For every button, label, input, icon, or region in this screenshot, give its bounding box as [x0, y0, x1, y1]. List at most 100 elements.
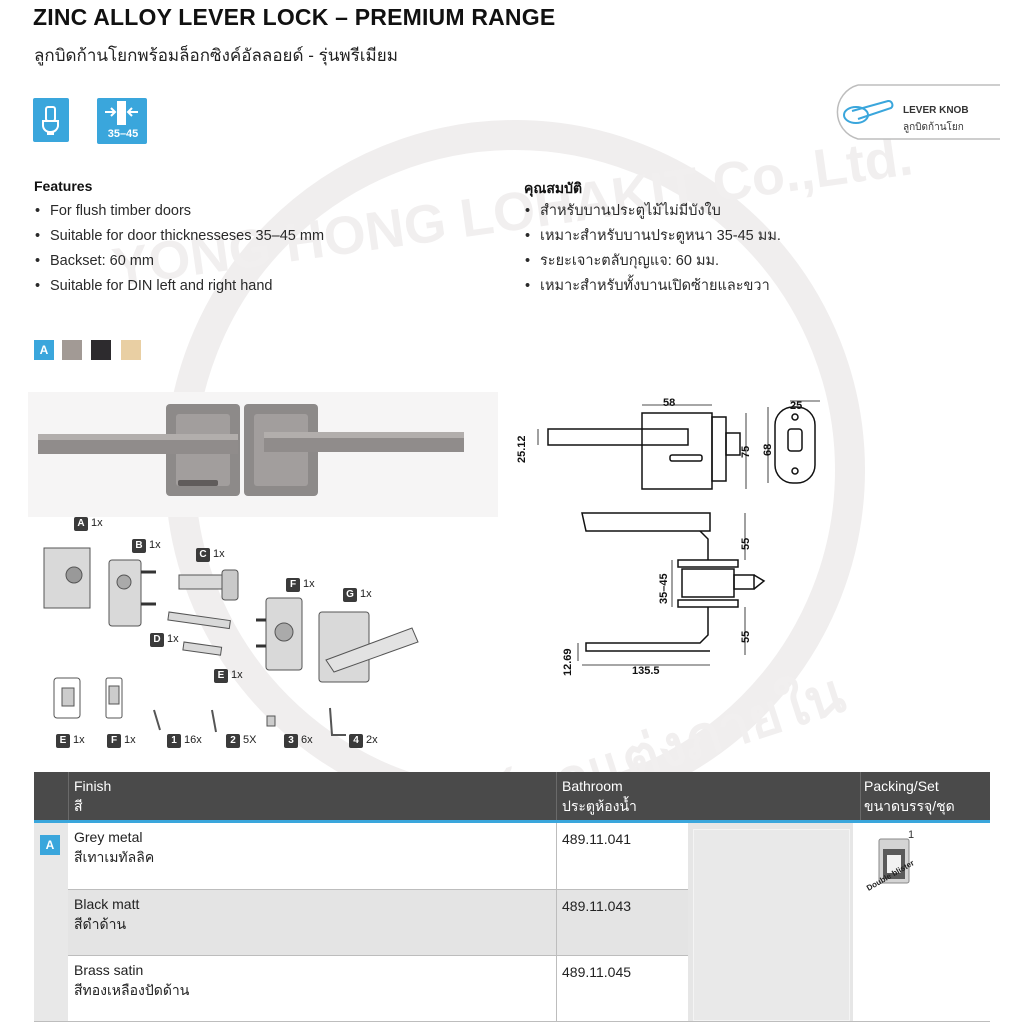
dim-length: 135.5 [632, 665, 660, 677]
col-packing-th: ขนาดบรรจุ/ชุด [864, 798, 955, 814]
door-thickness-label: 35–45 [107, 128, 139, 140]
col-finish-en: Finish [74, 778, 112, 794]
finish-swatch-label: A [34, 340, 54, 360]
dim-latch-height: 68 [762, 443, 774, 456]
part-label: 3 [284, 734, 298, 748]
badge-title: LEVER KNOB [903, 105, 969, 116]
feature-item-th: ระยะเจาะตลับกุญแจ: 60 มม. [524, 249, 781, 274]
part-label: A [74, 517, 88, 531]
finish-swatch-grey [62, 340, 82, 360]
dim-rose-height: 75 [740, 445, 752, 458]
finish-en: Brass satin [74, 962, 144, 978]
table-row: Black matt สีดำด้าน 489.11.043 [68, 890, 688, 956]
part-qty: 1x [91, 517, 103, 529]
part-qty: 2x [366, 734, 378, 746]
technical-drawing-side [577, 512, 766, 666]
door-thickness-icon [105, 101, 138, 125]
part-label: E [56, 734, 70, 748]
part-qty: 1x [73, 734, 85, 746]
article-code: 489.11.045 [562, 964, 632, 980]
part-qty: 16x [184, 734, 202, 746]
dim-width: 58 [663, 397, 676, 409]
part-label: B [132, 539, 146, 553]
feature-item: Backset: 60 mm [34, 249, 324, 274]
col-bathroom: Bathroom ประตูห้องน้ำ [562, 776, 637, 816]
page-subtitle: ลูกบิดก้านโยกพร้อมล็อกซิงค์อัลลอยด์ - รุ… [34, 46, 398, 65]
screw-3 [266, 715, 276, 727]
toilet-icon [42, 106, 59, 135]
part-d-shape [167, 611, 231, 630]
finish-swatch-black [91, 340, 111, 360]
col-bathroom-th: ประตูห้องน้ำ [562, 798, 637, 814]
part-label: 2 [226, 734, 240, 748]
table-header: Finish สี Bathroom ประตูห้องน้ำ Packing/… [34, 772, 990, 822]
dim-door-thickness: 35–45 [658, 573, 670, 604]
finish-swatch-brass [121, 340, 141, 360]
finish-th: สีทองเหลืองปัดด้าน [74, 982, 190, 998]
dim-latch-width: 25 [790, 400, 803, 412]
parts-diagram [43, 547, 419, 736]
bathroom-pictogram [33, 98, 69, 142]
dim-top: 55 [740, 537, 752, 550]
col-packing: Packing/Set ขนาดบรรจุ/ชุด [864, 776, 955, 816]
finish-en: Black matt [74, 896, 140, 912]
screw-1 [153, 709, 161, 731]
table-row: Brass satin สีทองเหลืองปัดด้าน 489.11.04… [68, 956, 688, 1022]
col-packing-en: Packing/Set [864, 778, 939, 794]
article-code: 489.11.041 [562, 831, 632, 847]
part-qty: 5X [243, 734, 257, 746]
row-label-a: A [40, 835, 60, 855]
part-label: E [214, 669, 228, 683]
screw-2 [211, 709, 217, 733]
col-finish-th: สี [74, 798, 83, 814]
part-qty: 1x [303, 578, 315, 590]
table-header-accent [34, 820, 990, 823]
lever-knob-badge [836, 84, 1000, 140]
door-thickness-pictogram [97, 98, 147, 144]
part-label: C [196, 548, 210, 562]
page-title: ZINC ALLOY LEVER LOCK – PREMIUM RANGE [33, 4, 556, 30]
col-bathroom-en: Bathroom [562, 778, 623, 794]
blank-column [688, 823, 853, 1021]
part-label: F [286, 578, 300, 592]
part-label: G [343, 588, 357, 602]
double-blister-icon [878, 838, 910, 884]
col-finish: Finish สี [74, 776, 111, 816]
part-label: D [150, 633, 164, 647]
features-list-th: สำหรับบานประตูไม้ไม่มีบังใบ เหมาะสำหรับบ… [524, 199, 781, 299]
part-qty: 1x [231, 669, 243, 681]
feature-item: For flush timber doors [34, 199, 324, 224]
feature-item-th: เหมาะสำหรับทั้งบานเปิดซ้ายและขวา [524, 274, 781, 299]
part-qty: 1x [149, 539, 161, 551]
table-row: Grey metal สีเทาเมทัลลิค 489.11.041 [68, 823, 688, 890]
part-qty: 6x [301, 734, 313, 746]
feature-item: Suitable for DIN left and right hand [34, 274, 324, 299]
dim-lever-height: 25.12 [516, 435, 528, 463]
feature-item: Suitable for door thicknesseses 35–45 mm [34, 224, 324, 249]
part-b-shape [108, 559, 142, 627]
finish-th: สีดำด้าน [74, 916, 127, 932]
table-bottom-border [34, 1021, 990, 1022]
features-heading: Features [34, 178, 93, 194]
product-photo [28, 392, 498, 517]
features-heading-th: คุณสมบัติ [524, 180, 583, 196]
badge-subtitle: ลูกบิดก้านโยก [903, 122, 964, 133]
dim-lever-thickness: 12.69 [562, 648, 574, 676]
article-code: 489.11.043 [562, 898, 632, 914]
dim-bottom: 55 [740, 630, 752, 643]
finish-en: Grey metal [74, 829, 143, 845]
technical-drawing-front [537, 400, 820, 490]
feature-item-th: เหมาะสำหรับบานประตูหนา 35-45 มม. [524, 224, 781, 249]
packing-cell: 1 Double blister [853, 823, 990, 1021]
part-label: 1 [167, 734, 181, 748]
part-qty: 1x [360, 588, 372, 600]
part-e-shape [182, 641, 223, 656]
feature-item-th: สำหรับบานประตูไม้ไม่มีบังใบ [524, 199, 781, 224]
packing-qty: 1 [908, 829, 915, 841]
allen-key-4 [329, 707, 346, 736]
features-list: For flush timber doors Suitable for door… [34, 199, 324, 299]
part-qty: 1x [213, 548, 225, 560]
lever-knob-icon [843, 100, 894, 124]
finish-th: สีเทาเมทัลลิค [74, 849, 155, 865]
part-qty: 1x [124, 734, 136, 746]
